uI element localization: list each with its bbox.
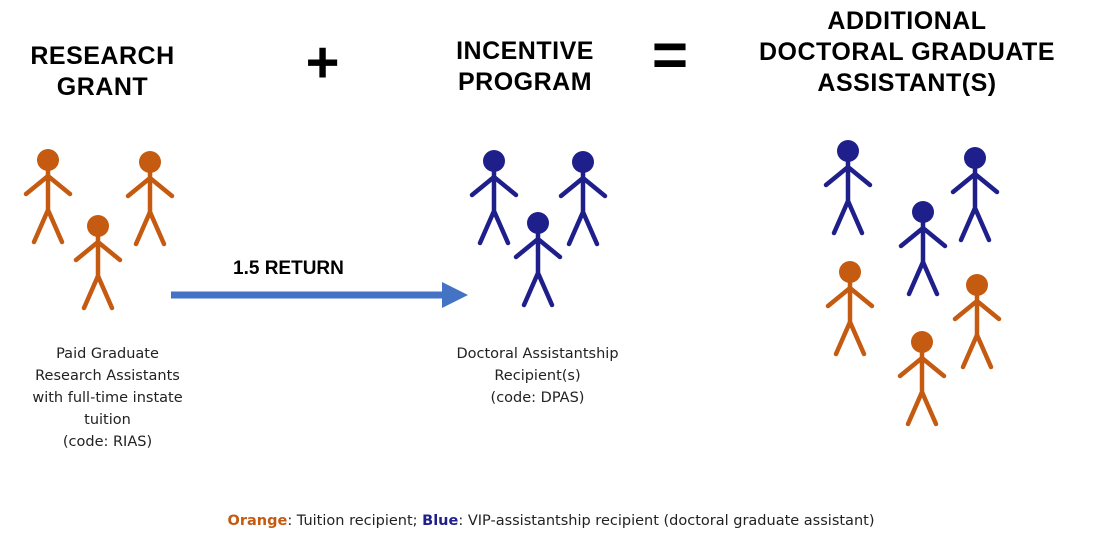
person-orange-icon bbox=[125, 151, 175, 247]
color-legend: Orange: Tuition recipient; Blue: VIP-ass… bbox=[0, 513, 1102, 529]
caption-rias-line1: Paid Graduate bbox=[56, 346, 159, 362]
legend-orange-text: : Tuition recipient; bbox=[287, 513, 423, 529]
person-orange-icon bbox=[952, 274, 1002, 370]
person-orange-icon bbox=[897, 331, 947, 427]
equals-sign: = bbox=[651, 21, 689, 90]
heading-incentive-program: INCENTIVE PROGRAM bbox=[425, 36, 625, 98]
person-blue-icon bbox=[558, 151, 608, 247]
legend-orange-word: Orange bbox=[227, 513, 288, 529]
person-blue-icon bbox=[950, 147, 1000, 243]
caption-dpas-line2: Recipient(s) bbox=[494, 368, 581, 384]
heading-incentive-program-line2: PROGRAM bbox=[457, 68, 593, 96]
caption-dpas-line3: (code: DPAS) bbox=[490, 390, 585, 406]
person-blue-icon bbox=[898, 201, 948, 297]
arrow-label: 1.5 RETURN bbox=[233, 258, 344, 279]
heading-research-grant-line2: GRANT bbox=[56, 73, 149, 101]
legend-blue-text: : VIP-assistantship recipient (doctoral … bbox=[458, 513, 875, 529]
person-blue-icon bbox=[823, 140, 873, 236]
heading-additional-line1: ADDITIONAL bbox=[827, 7, 987, 35]
caption-rias: Paid Graduate Research Assistants with f… bbox=[5, 343, 210, 453]
caption-rias-line5: (code: RIAS) bbox=[62, 434, 153, 450]
caption-rias-line3: with full-time instate bbox=[32, 390, 183, 406]
heading-additional-assistants: ADDITIONAL DOCTORAL GRADUATE ASSISTANT(S… bbox=[722, 6, 1092, 99]
heading-research-grant: RESEARCH GRANT bbox=[10, 41, 195, 103]
caption-rias-line4: tuition bbox=[84, 412, 131, 428]
heading-research-grant-line1: RESEARCH bbox=[30, 42, 175, 70]
legend-blue-word: Blue bbox=[422, 513, 459, 529]
plus-sign: + bbox=[305, 30, 340, 95]
caption-dpas-line1: Doctoral Assistantship bbox=[456, 346, 619, 362]
person-orange-icon bbox=[23, 149, 73, 245]
person-orange-icon bbox=[825, 261, 875, 357]
heading-additional-line3: ASSISTANT(S) bbox=[817, 69, 997, 97]
person-blue-icon bbox=[469, 150, 519, 246]
person-blue-icon bbox=[513, 212, 563, 308]
heading-additional-line2: DOCTORAL GRADUATE bbox=[759, 38, 1055, 66]
return-arrow-head bbox=[442, 282, 468, 308]
caption-rias-line2: Research Assistants bbox=[35, 368, 180, 384]
heading-incentive-program-line1: INCENTIVE bbox=[456, 37, 594, 65]
caption-dpas: Doctoral Assistantship Recipient(s) (cod… bbox=[425, 343, 650, 409]
person-orange-icon bbox=[73, 215, 123, 311]
